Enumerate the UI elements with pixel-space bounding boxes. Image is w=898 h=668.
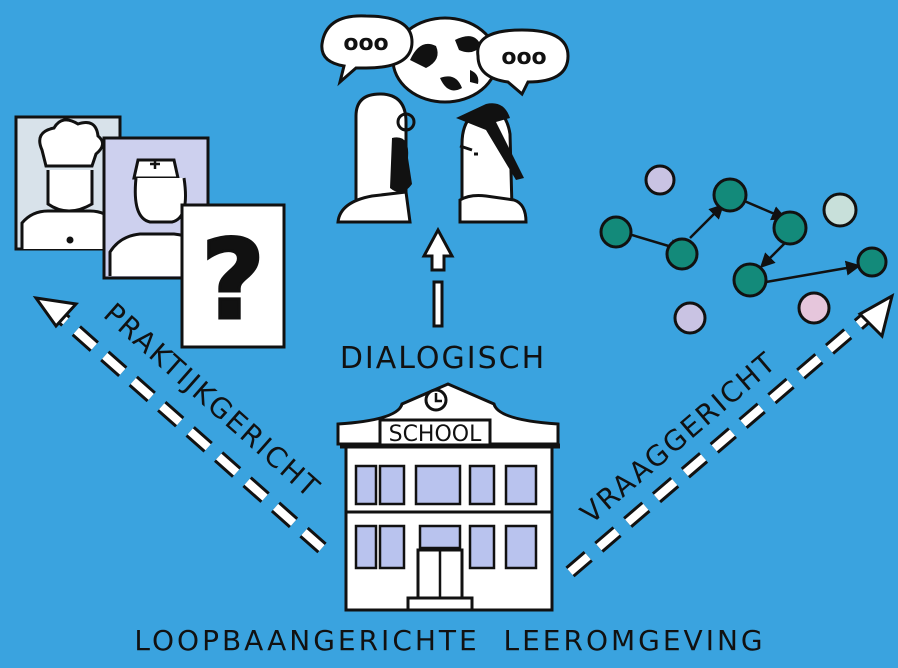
- bubble-right-text: ooo: [501, 45, 546, 70]
- right-dashed-arrow: [565, 292, 895, 578]
- vraaggericht-label: VRAAGGERICHT: [574, 345, 783, 530]
- question-card-icon: ?: [180, 203, 286, 349]
- network-nodes-icon: [599, 164, 888, 335]
- dialogisch-label: DIALOGISCH: [340, 341, 546, 376]
- school-sign: SCHOOL: [389, 422, 483, 447]
- bottom-title: LOOPBAANGERICHTE LEEROMGEVING: [134, 624, 765, 657]
- up-arrow: [421, 226, 455, 328]
- question-mark: ?: [201, 216, 265, 344]
- clock-icon: [424, 388, 448, 412]
- bubble-left-text: ooo: [343, 31, 388, 56]
- left-dashed-arrow: [32, 295, 327, 554]
- dialogue-people-icon: ooo ooo: [320, 14, 570, 224]
- school-building-icon: SCHOOL: [336, 382, 560, 612]
